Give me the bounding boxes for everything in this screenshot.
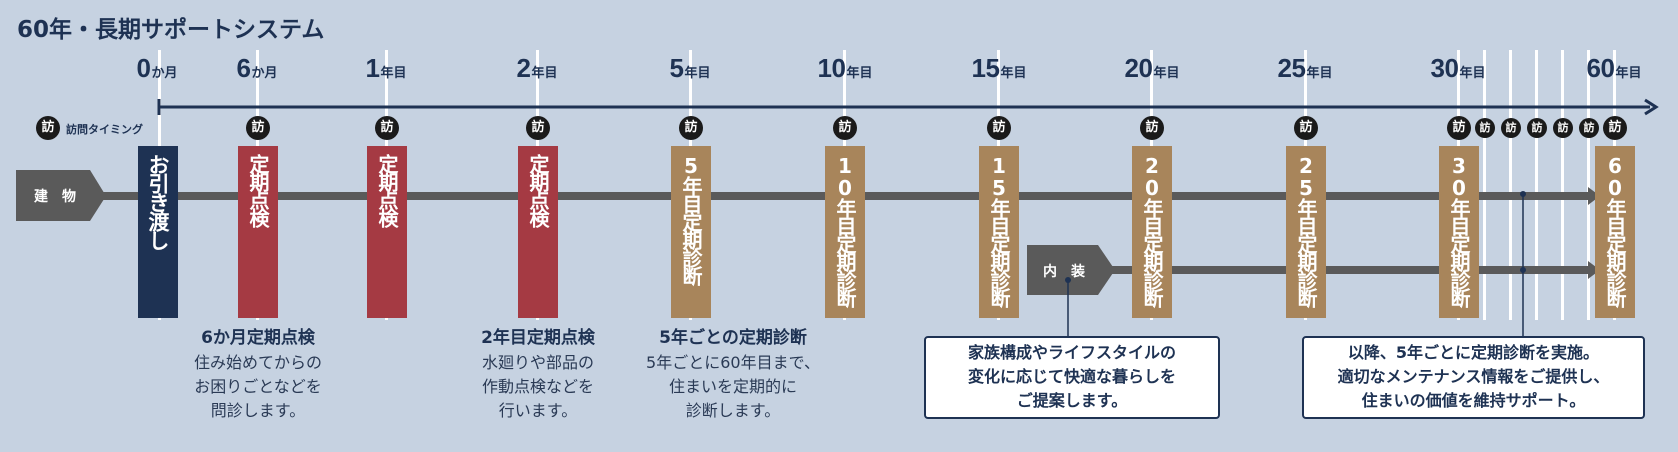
caption-5y-line2: 住まいを定期的に (668, 377, 797, 396)
caption-5y-line3: 診断します。 (685, 401, 781, 420)
interior-flow-line (1110, 266, 1590, 274)
bar-check-1y: 定期点検 (367, 146, 407, 318)
visit-icon: 訪 (1603, 116, 1627, 140)
visit-icon: 訪 (987, 116, 1011, 140)
caption-6m-line2: お困りごとなどを (194, 377, 322, 396)
caption-2y-line1: 水廻りや部品の (481, 353, 594, 372)
bar-handover: お引き渡し (138, 146, 178, 318)
page-title: 60年・長期サポートシステム (17, 17, 325, 43)
visit-icon: 訪 (833, 116, 857, 140)
caption-2y-line3: 行います。 (498, 401, 578, 420)
after-30y-info-line2: 適切なメンテナンス情報をご提供し、 (1337, 367, 1610, 386)
building-tag-label: 建 物 (34, 189, 76, 205)
visit-icon: 訪 (1579, 118, 1599, 138)
after-30y-info-line1: 以降、5年ごとに定期診断を実施。 (1347, 343, 1600, 362)
visit-icon: 訪 (1475, 118, 1495, 138)
visit-icon: 訪 (246, 116, 270, 140)
bar-diagnosis-10y: 10年目定期診断 (825, 146, 865, 318)
bar-diagnosis-30y: 30年目定期診断 (1439, 146, 1479, 318)
caption-5y: 5年ごとの定期診断 5年ごとに60年目まで、 住まいを定期的に 診断します。 (646, 325, 820, 423)
legend-label: 訪問タイミング (66, 123, 143, 136)
caption-2y-line2: 作動点検などを (481, 377, 594, 396)
interior-info-line1: 家族構成やライフスタイルの (967, 343, 1176, 362)
interior-info-line3: ご提案します。 (1016, 391, 1128, 410)
bar-check-2y: 定期点検 (518, 146, 558, 318)
bar-diagnosis-5y: 5年目定期診断 (671, 146, 711, 318)
interior-tag-label: 内 装 (1043, 264, 1085, 280)
interior-info-line2: 変化に応じて快適な暮らしを (967, 367, 1176, 386)
bar-diagnosis-60y: 60年目定期診断 (1595, 146, 1635, 318)
caption-5y-title: 5年ごとの定期診断 (659, 328, 807, 348)
visit-icon: 訪 (679, 116, 703, 140)
bar-diagnosis-20y: 20年目定期診断 (1132, 146, 1172, 318)
caption-6m-title: 6か月定期点検 (201, 328, 315, 348)
after-30y-info-box: 以降、5年ごとに定期診断を実施。 適切なメンテナンス情報をご提供し、 住まいの価… (1302, 336, 1645, 419)
visit-icon: 訪 (1501, 118, 1521, 138)
time-axis-arrowhead (1644, 98, 1659, 116)
caption-2y-title: 2年目定期点検 (481, 328, 595, 348)
legend-visit-icon: 訪 (36, 116, 60, 140)
visit-icon: 訪 (1527, 118, 1547, 138)
after-30y-info-line3: 住まいの価値を維持サポート。 (1361, 391, 1586, 410)
bar-check-6m: 定期点検 (238, 146, 278, 318)
caption-6m-line1: 住み始めてからの (193, 353, 323, 372)
visit-icon: 訪 (1553, 118, 1573, 138)
interior-tag-shape (1027, 245, 1115, 295)
visit-icon: 訪 (375, 116, 399, 140)
bar-diagnosis-15y: 15年目定期診断 (979, 146, 1019, 318)
visit-icon: 訪 (1447, 116, 1471, 140)
caption-6m-line3: 問診します。 (210, 401, 306, 420)
visit-icon: 訪 (526, 116, 550, 140)
caption-6m: 6か月定期点検 住み始めてからの お困りごとなどを 問診します。 (194, 325, 322, 423)
caption-2y: 2年目定期点検 水廻りや部品の 作動点検などを 行います。 (481, 325, 595, 423)
caption-5y-line1: 5年ごとに60年目まで、 (646, 353, 820, 372)
visit-icon: 訪 (1294, 116, 1318, 140)
bar-diagnosis-25y: 25年目定期診断 (1286, 146, 1326, 318)
building-tag-shape (16, 170, 106, 221)
visit-icon: 訪 (1140, 116, 1164, 140)
interior-info-box: 家族構成やライフスタイルの 変化に応じて快適な暮らしを ご提案します。 (924, 336, 1220, 419)
